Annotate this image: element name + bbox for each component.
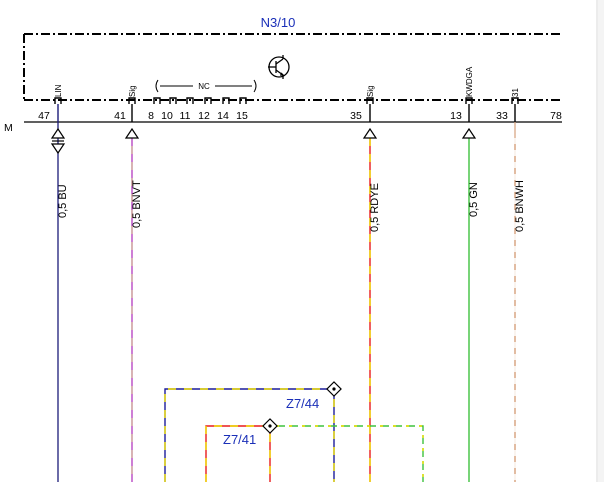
signal-kwdga: KWDGA: [465, 66, 474, 97]
pin-number: 78: [550, 110, 562, 122]
pin-number: 47: [38, 110, 50, 122]
nc-label: NC: [198, 82, 210, 91]
signal-31: 31: [511, 88, 520, 97]
splice-loop-z7-44[interactable]: [164, 388, 335, 482]
wire-label-rdye: 0,5 RDYE: [369, 183, 381, 232]
signal-lin: LIN: [54, 84, 63, 97]
component-outline: [23, 33, 562, 101]
component-title[interactable]: N3/10: [261, 15, 296, 30]
wire-label-bnwh: 0,5 BNWH: [514, 180, 526, 232]
pin-number: 8: [148, 110, 154, 122]
splice-label-z7-44[interactable]: Z7/44: [286, 396, 319, 411]
wire-label-gn: 0,5 GN: [468, 182, 480, 217]
pin-number: 33: [496, 110, 508, 122]
pin-number: 14: [217, 110, 229, 122]
pin-connectors: [54, 97, 519, 104]
scrollbar-track[interactable]: [598, 0, 604, 482]
wire-label-bnvt: 0,5 BNVT: [131, 180, 143, 228]
pin-number: 15: [236, 110, 248, 122]
ground-label: M: [4, 122, 13, 134]
pin-drops: [57, 104, 516, 122]
pin-number: 12: [198, 110, 210, 122]
signal-sig-41: Sig: [128, 85, 137, 97]
splice-label-z7-41[interactable]: Z7/41: [223, 432, 256, 447]
nc-bracket: [155, 79, 257, 93]
splice-loop-z7-41[interactable]: [205, 425, 424, 482]
pin-numbers: 47 41 8 10 11 12 14 15 35 13 33 78: [38, 110, 562, 122]
connector-arrows: [50, 122, 516, 155]
pin-number: 10: [161, 110, 173, 122]
splice-node-z7-41[interactable]: [262, 418, 278, 434]
signal-sig-35: Sig: [366, 85, 375, 97]
pin-number: 35: [350, 110, 362, 122]
pin-number: 41: [114, 110, 126, 122]
transistor-icon: [268, 55, 290, 79]
pin-number: 13: [450, 110, 462, 122]
splice-node-z7-44[interactable]: [326, 381, 342, 397]
wire-label-bu: 0,5 BU: [57, 184, 69, 218]
pin-number: 11: [180, 110, 191, 122]
